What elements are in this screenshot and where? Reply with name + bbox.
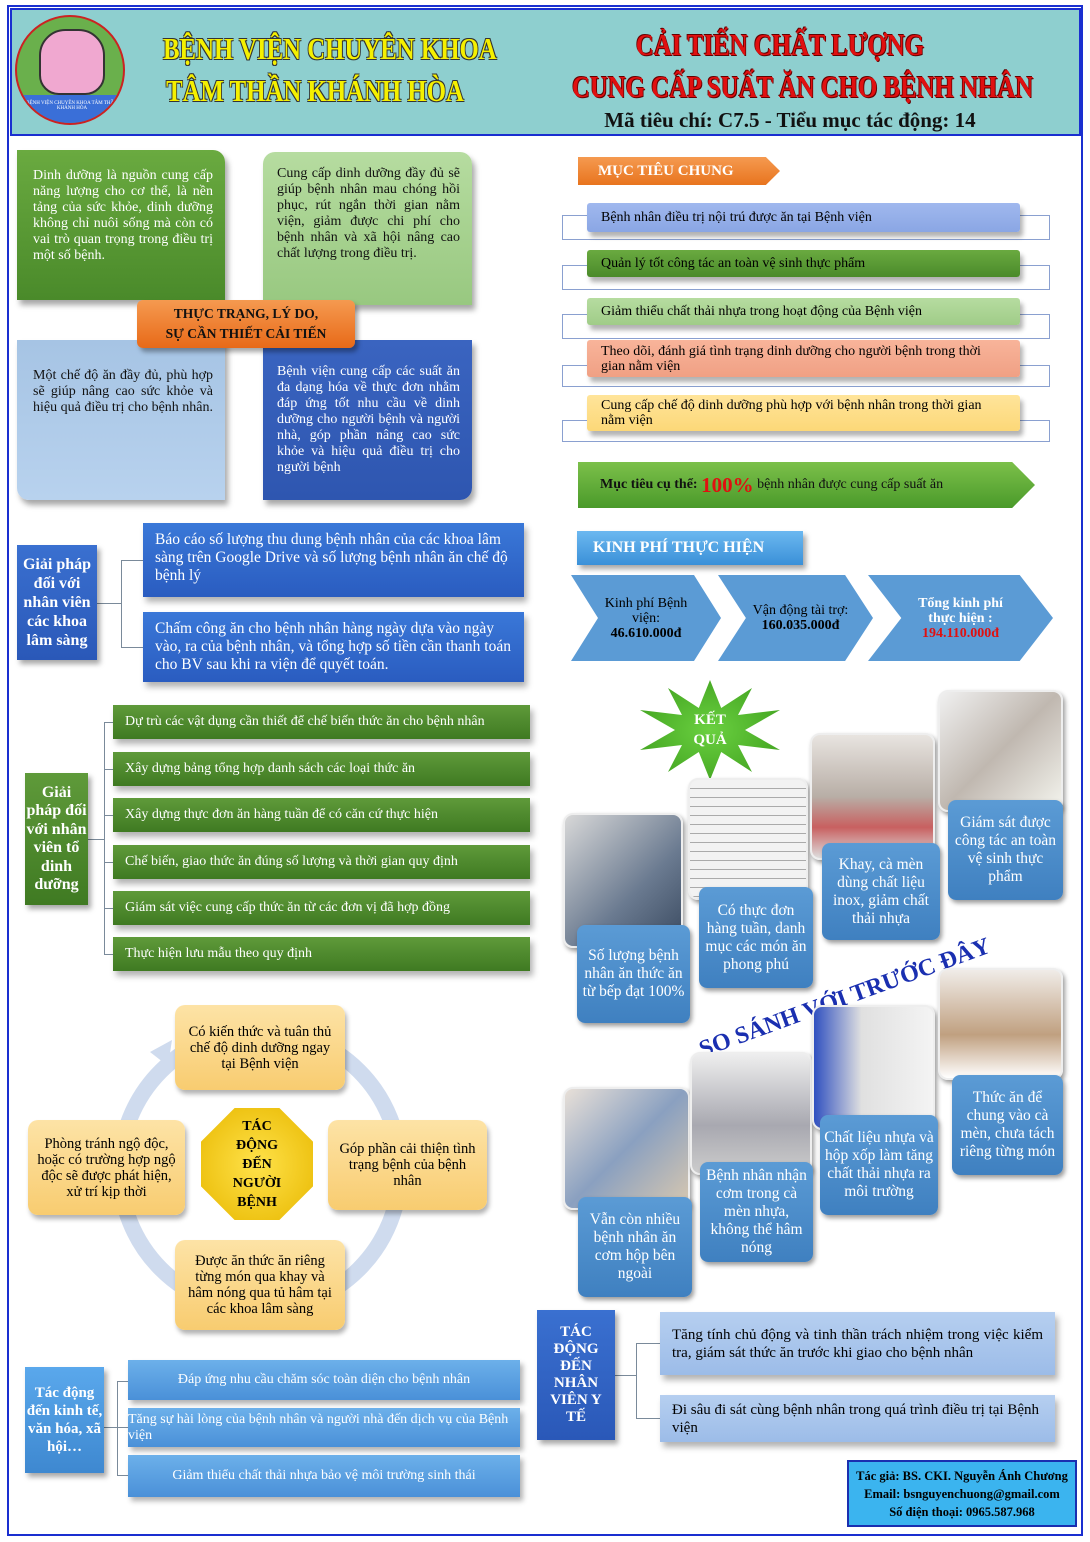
nutrition-solutions-label: Giải pháp đối với nhân viên tổ dinh dưỡn… bbox=[25, 773, 88, 905]
result-caption: Số lượng bệnh nhân ăn thức ăn từ bếp đạt… bbox=[577, 925, 690, 1023]
header-banner bbox=[10, 8, 1081, 136]
cycle-arrowhead-icon bbox=[150, 1040, 172, 1066]
title-line2: CUNG CẤP SUẤT ĂN CHO BỆNH NHÂN bbox=[572, 69, 1034, 104]
nutrition-solution-item: Chế biến, giao thức ăn đúng số lượng và … bbox=[113, 845, 530, 879]
hospital-name: BỆNH VIỆN CHUYÊN KHOA TÂM THẦN KHÁNH HÒA bbox=[125, 28, 505, 112]
goal-item: Bệnh nhân điều trị nội trú được ăn tại B… bbox=[587, 203, 1020, 232]
nutrition-solution-item: Dự trù các vật dụng cần thiết để chế biế… bbox=[113, 705, 530, 739]
budget-hospital-label: Kinh phí Bệnh viện: bbox=[604, 595, 688, 626]
patient-impact-center: TÁC ĐỘNG ĐẾN NGƯỜI BỆNH bbox=[201, 1108, 313, 1220]
comparison-caption: Bệnh nhân nhận cơm trong cà mèn nhựa, kh… bbox=[700, 1162, 813, 1262]
staff-impact-item: Đi sâu đi sát cùng bệnh nhân trong quá t… bbox=[660, 1395, 1055, 1442]
specific-goal-prefix: Mục tiêu cụ thể: bbox=[600, 477, 698, 492]
socio-impact-item: Giảm thiểu chất thải nhựa bảo vệ môi trư… bbox=[128, 1455, 520, 1497]
impact-top: Có kiến thức và tuân thủ chế độ dinh dưỡ… bbox=[175, 1005, 345, 1090]
status-label: THỰC TRẠNG, LÝ DO, SỰ CẦN THIẾT CẢI TIẾN bbox=[137, 300, 355, 348]
result-caption: Khay, cà mèn dùng chất liệu inox, giảm c… bbox=[822, 843, 940, 940]
result-caption: Có thực đơn hàng tuần, danh mục các món … bbox=[699, 887, 813, 988]
title-line1: CẢI TIẾN CHẤT LƯỢNG bbox=[635, 27, 925, 62]
socio-impact-item: Tăng sự hài lòng của bệnh nhân và người … bbox=[128, 1408, 520, 1447]
brain-icon bbox=[39, 29, 105, 95]
comparison-caption: Chất liệu nhựa và hộp xốp làm tăng chất … bbox=[820, 1115, 938, 1215]
photo-food-prep bbox=[938, 690, 1063, 812]
goal-item: Cung cấp chế độ dinh dưỡng phù hợp với b… bbox=[587, 395, 1020, 431]
status-box-3: Một chế độ ăn đầy đủ, phù hợp sẽ giúp nâ… bbox=[17, 340, 225, 500]
socio-impact-item: Đáp ứng nhu cầu chăm sóc toàn diện cho b… bbox=[128, 1360, 520, 1400]
impact-right: Góp phần cải thiện tình trạng bệnh của b… bbox=[328, 1120, 487, 1210]
impact-left: Phòng tránh ngộ độc, hoặc có trường hợp … bbox=[28, 1120, 185, 1215]
author-box: Tác giả: BS. CKI. Nguyễn Ánh Chương Emai… bbox=[847, 1460, 1077, 1527]
result-caption: Giám sát được công tác an toàn vệ sinh t… bbox=[948, 800, 1063, 900]
status-box-1: Dinh dưỡng là nguồn cung cấp năng lượng … bbox=[17, 150, 225, 300]
staff-impact-item: Tăng tính chủ động và tinh thần trách nh… bbox=[660, 1312, 1055, 1375]
nutrition-solution-item: Giám sát việc cung cấp thức ăn từ các đơ… bbox=[113, 891, 530, 925]
hospital-logo: BỆNH VIỆN CHUYÊN KHOA TÂM THẦN KHÁNH HÒA bbox=[15, 15, 125, 125]
status-box-4: Bệnh viện cung cấp các suất ăn đa dạng h… bbox=[263, 340, 472, 500]
criteria-subtitle: Mã tiêu chí: C7.5 - Tiểu mục tác động: 1… bbox=[604, 108, 976, 132]
status-box-2: Cung cấp dinh dưỡng đầy đủ sẽ giúp bệnh … bbox=[263, 152, 472, 305]
nutrition-solution-item: Thực hiện lưu mẫu theo quy định bbox=[113, 937, 530, 971]
nutrition-solution-item: Xây dựng thực đơn ăn hàng tuần để có căn… bbox=[113, 798, 530, 832]
staff-impact-label: TÁC ĐỘNG ĐẾN NHÂN VIÊN Y TẾ bbox=[537, 1310, 615, 1440]
photo-weekly-menu bbox=[688, 778, 808, 900]
goal-item: Theo dõi, đánh giá tình trạng dinh dưỡng… bbox=[587, 340, 1020, 377]
photo-plastic-containers bbox=[812, 1005, 935, 1130]
budget-sponsor-value: 160.035.000đ bbox=[761, 618, 840, 633]
author-email: Email: bsnguyenchuong@gmail.com bbox=[864, 1487, 1060, 1501]
clinical-solutions-label: Giải pháp đối với nhân viên các khoa lâm… bbox=[17, 545, 97, 660]
status-label-line1: THỰC TRẠNG, LÝ DO, bbox=[173, 306, 319, 321]
socio-impact-label: Tác động đến kinh tế, văn hóa, xã hội… bbox=[25, 1367, 104, 1473]
author-phone: Số điện thoại: 0965.587.968 bbox=[889, 1505, 1035, 1519]
author-name: Tác giả: BS. CKI. Nguyễn Ánh Chương bbox=[856, 1469, 1068, 1483]
specific-goal-value: 100% bbox=[701, 472, 754, 497]
poster-frame bbox=[7, 5, 1083, 1536]
specific-goal-banner: Mục tiêu cụ thể: 100% bệnh nhân được cun… bbox=[578, 462, 1035, 508]
nutrition-solution-item: Xây dựng bảng tổng hợp danh sách các loạ… bbox=[113, 752, 530, 786]
hospital-name-line2: TÂM THẦN KHÁNH HÒA bbox=[166, 73, 464, 108]
status-label-line2: SỰ CẦN THIẾT CẢI TIẾN bbox=[165, 326, 327, 341]
specific-goal-suffix: bệnh nhân được cung cấp suất ăn bbox=[757, 477, 944, 492]
clinical-solution-item: Báo cáo số lượng thu dung bệnh nhân của … bbox=[143, 523, 524, 597]
photo-inox-containers bbox=[810, 733, 935, 860]
photo-patients-eating bbox=[563, 1087, 690, 1210]
general-goals-label: MỤC TIÊU CHUNG bbox=[578, 157, 780, 185]
comparison-caption: Thức ăn để chung vào cà mèn, chưa tách r… bbox=[952, 1075, 1063, 1175]
budget-hospital-value: 46.610.000đ bbox=[610, 625, 682, 641]
photo-shared-food bbox=[938, 968, 1063, 1080]
budget-label: KINH PHÍ THỰC HIỆN bbox=[577, 531, 803, 565]
logo-text: BỆNH VIỆN CHUYÊN KHOA TÂM THẦN KHÁNH HÒA bbox=[26, 101, 118, 111]
hospital-name-line1: BỆNH VIỆN CHUYÊN KHOA bbox=[163, 31, 497, 66]
impact-bottom: Được ăn thức ăn riêng từng món qua khay … bbox=[175, 1240, 345, 1330]
comparison-caption: Vẫn còn nhiều bệnh nhân ăn cơm hộp bên n… bbox=[578, 1197, 692, 1297]
budget-total-value: 194.110.000đ bbox=[921, 625, 999, 641]
budget-total-label: Tổng kinh phí thực hiện : bbox=[918, 595, 1003, 626]
clinical-solution-item: Chấm công ăn cho bệnh nhân hàng ngày dựa… bbox=[143, 612, 524, 682]
poster-title: CẢI TIẾN CHẤT LƯỢNG CUNG CẤP SUẤT ĂN CHO… bbox=[520, 24, 1040, 108]
goal-item: Giảm thiểu chất thải nhựa trong hoạt độn… bbox=[587, 298, 1020, 325]
goal-item: Quản lý tốt công tác an toàn vệ sinh thự… bbox=[587, 250, 1020, 277]
photo-food-line bbox=[690, 1052, 812, 1175]
budget-sponsor-label: Vận động tài trợ: bbox=[752, 603, 849, 618]
